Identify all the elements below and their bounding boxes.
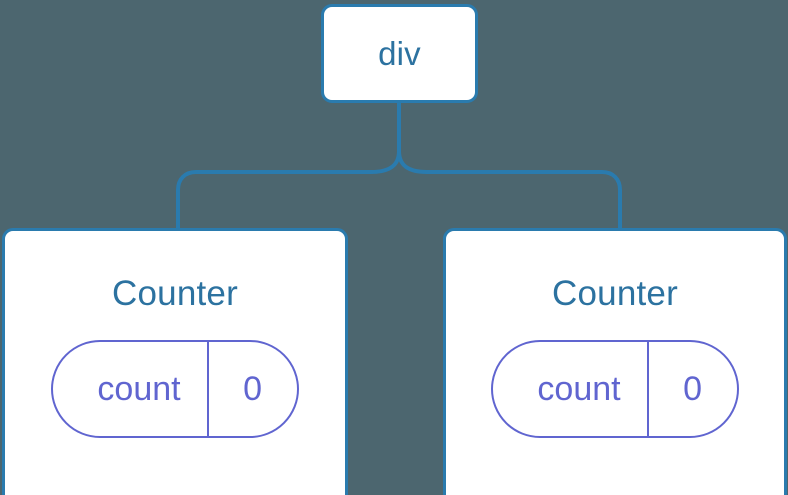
edge-div-to-counter-0 — [176, 100, 401, 232]
node-counter-0-label: Counter — [112, 274, 238, 313]
state-pill-1[interactable]: count 0 — [491, 340, 739, 438]
state-key-0: count — [97, 370, 181, 408]
node-counter-1-label: Counter — [552, 274, 678, 313]
node-counter-1[interactable]: Counter count 0 — [443, 228, 787, 495]
state-key-1: count — [537, 370, 621, 408]
state-pill-0[interactable]: count 0 — [51, 340, 299, 438]
node-counter-0[interactable]: Counter count 0 — [2, 228, 348, 495]
node-div-label: div — [378, 35, 421, 72]
state-value-1: 0 — [646, 342, 737, 436]
edge-div-to-counter-1 — [397, 149, 622, 232]
state-value-0: 0 — [206, 342, 297, 436]
node-div[interactable]: div — [321, 4, 478, 103]
